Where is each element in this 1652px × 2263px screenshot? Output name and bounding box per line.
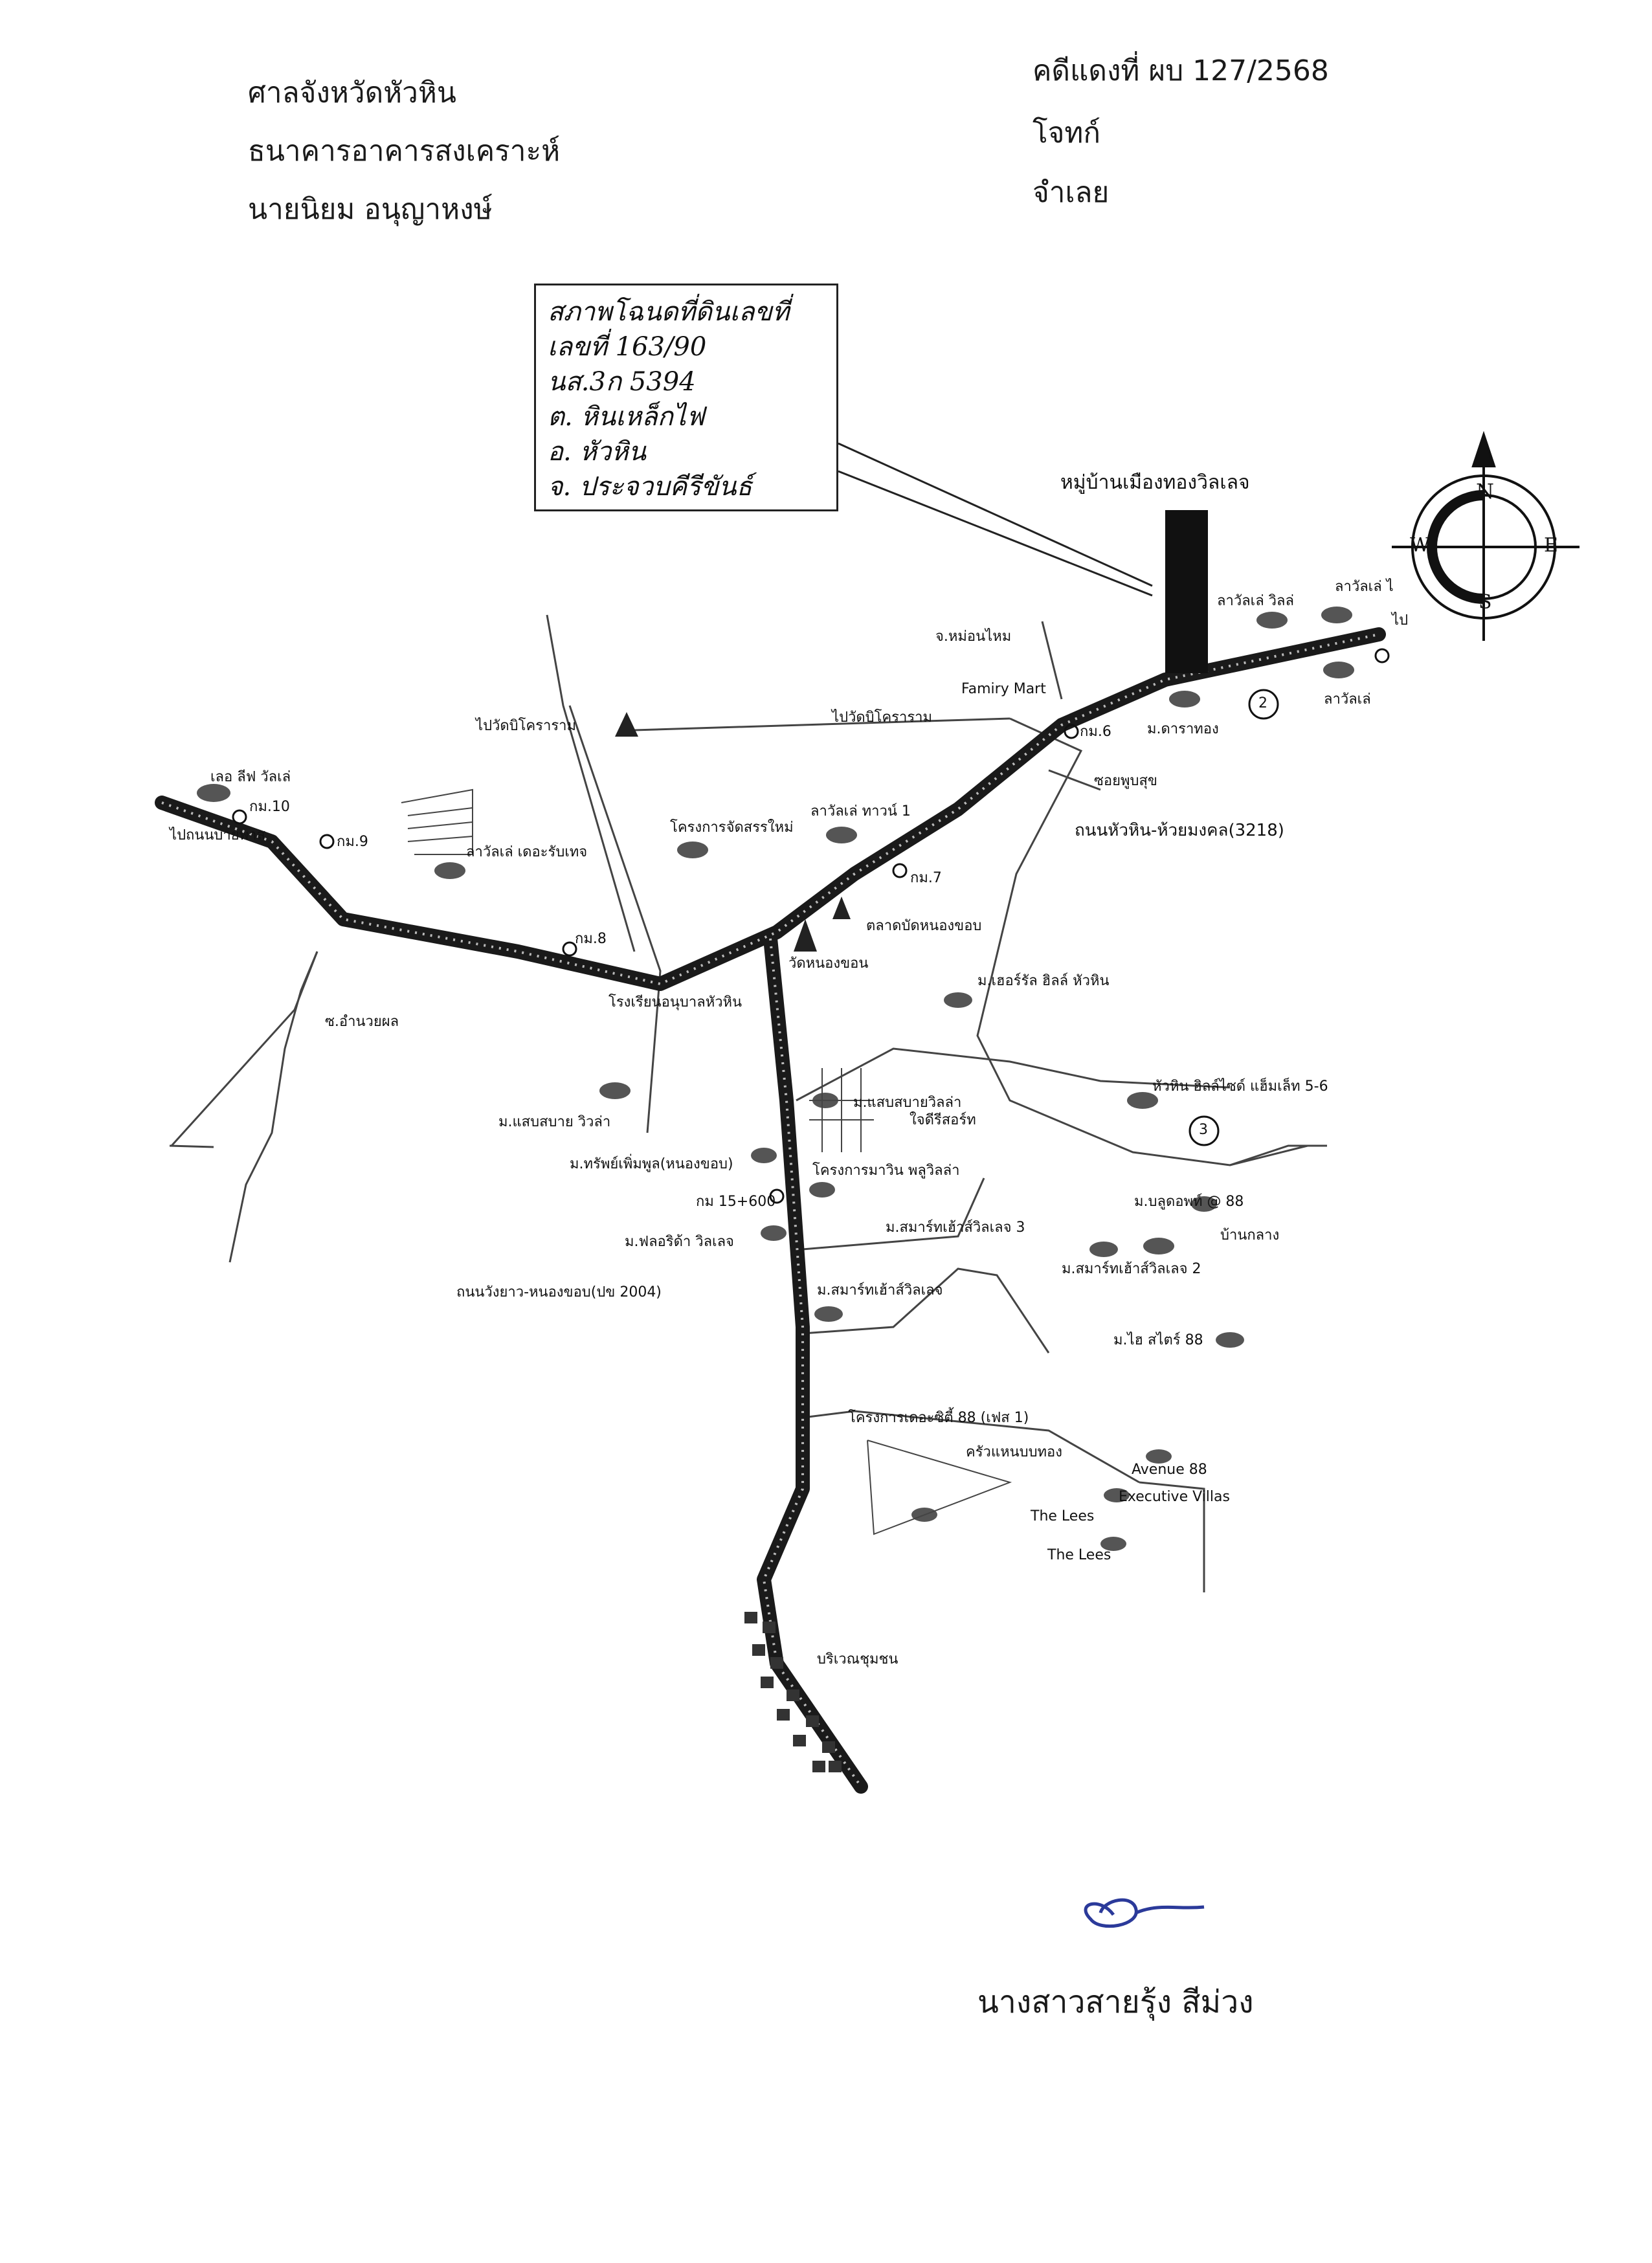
signature-mark xyxy=(1084,1898,1205,1928)
label-exec: Executive Villas xyxy=(1119,1489,1230,1505)
label-marker-3: 3 xyxy=(1199,1122,1208,1138)
label-krua: ครัวแหนบบทอง xyxy=(966,1444,1062,1460)
compass-south: S xyxy=(1479,591,1492,614)
road-chamnong xyxy=(170,951,318,1147)
label-lees2: The Lees xyxy=(1047,1547,1111,1563)
label-community: บริเวณชุมชน xyxy=(817,1651,899,1667)
label-go-right: ไป xyxy=(1392,612,1409,629)
road-center-grid xyxy=(802,1177,985,1251)
label-km10: กม.10 xyxy=(249,799,290,815)
label-main-road: ถนนหัวหิน-ห้วยมงคล(3218) xyxy=(1075,821,1284,840)
label-sabai-villa2: ม.แสบสบายวิลล่า xyxy=(853,1095,962,1111)
road-dee88 xyxy=(802,1410,1140,1484)
label-dee88: โครงการเดอะซิตี้ 88 (เฟส 1) xyxy=(848,1410,1029,1426)
hand-line-1: สภาพโฉนดที่ดินเลขที่ xyxy=(548,297,790,327)
label-avenue: Avenue 88 xyxy=(1132,1462,1207,1478)
road-left-branch xyxy=(229,951,318,1263)
road-mid-east xyxy=(796,1047,1231,1102)
community-houses xyxy=(744,1612,842,1772)
label-km8: กม.8 xyxy=(575,931,607,947)
road-right-loop xyxy=(976,717,1308,1166)
label-lavalle2: ลาวัลเล่ xyxy=(1324,691,1371,708)
label-lavalle-town: ลาวัลเล่ ทาวน์ 1 xyxy=(810,803,911,819)
compass-east: E xyxy=(1544,534,1558,557)
hand-line-2: เลขที่ 163/90 xyxy=(548,332,707,362)
grid-area xyxy=(401,788,874,1152)
road-east-top xyxy=(1041,621,1063,700)
km-markers xyxy=(232,648,1390,1204)
label-km7: กม.7 xyxy=(910,870,942,886)
road-north-west2 xyxy=(568,705,662,1133)
label-to-bypass: ไปถนนบายพาส xyxy=(170,827,265,843)
plaintiff-name: ธนาคารอาคารสงเคราะห์ xyxy=(248,135,561,168)
hand-line-3: นส.3ก 5394 xyxy=(548,367,696,397)
label-chamnong: ซ.อำนวยผล xyxy=(325,1014,399,1030)
label-hi-life: ม.ไฮ สไตร์ 88 xyxy=(1113,1332,1203,1348)
label-wat-nong: วัดหนองขอน xyxy=(788,955,869,972)
label-bulldog: ม.บลูดอพท์ @ 88 xyxy=(1134,1194,1244,1210)
label-school: โรงเรียนอนุบาลหัวหิน xyxy=(608,994,742,1010)
compass-west: W xyxy=(1410,534,1430,557)
label-famiry-mart: Famiry Mart xyxy=(961,681,1046,697)
road-right-east xyxy=(1229,1144,1327,1166)
label-market: ตลาดบัดหนองขอบ xyxy=(866,918,982,934)
dee88-area xyxy=(867,1440,1012,1535)
marker-3-circle xyxy=(1189,1115,1220,1146)
compass-north: N xyxy=(1476,479,1494,504)
label-lavalle-tepa: ลาวัลเล่ เดอะรับเทจ xyxy=(466,844,588,860)
label-village: หมู่บ้านเมืองทองวิลเลจ xyxy=(1060,471,1250,494)
label-wat-kho-left: ไปวัดบิโคราราม xyxy=(476,718,577,734)
label-sap-phun: ม.ทรัพย์เพิ่มพูล(หนองขอบ) xyxy=(570,1156,733,1172)
label-sabai-villa: ม.แสบสบาย วิวล่า xyxy=(498,1114,611,1130)
label-dara: ม.ดาราทอง xyxy=(1147,721,1219,737)
label-wat-kho-mid: ไปวัดบิโคราราม xyxy=(832,709,933,726)
label-lees1: The Lees xyxy=(1031,1508,1095,1524)
temple-icons xyxy=(615,712,851,952)
plaintiff-role: โจทก์ xyxy=(1032,117,1101,150)
label-heritage: ม.เฮอร์รัล ฮิลล์ หัวหิน xyxy=(977,973,1110,989)
marker-2-circle xyxy=(1248,689,1279,720)
label-lavalle-villa: ลาวัลเล่ วิลล่ xyxy=(1217,593,1294,609)
label-floor-villa: ม.ฟลอริด้า วิลเลจ xyxy=(625,1234,734,1250)
court-name: ศาลจังหวัดหัวหิน xyxy=(248,76,456,109)
label-km15: กม 15+600 xyxy=(696,1194,776,1210)
hand-line-5: อ. หัวหิน xyxy=(548,437,646,467)
label-nongpho: จ.หม่อนไหม xyxy=(935,629,1012,645)
case-number: คดีแดงที่ ผบ 127/2568 xyxy=(1032,54,1329,87)
defendant-role: จำเลย xyxy=(1032,176,1110,209)
label-smart3: ม.สมาร์ทเฮ้าส์วิลเลจ 3 xyxy=(886,1220,1025,1236)
label-km9: กม.9 xyxy=(337,834,368,850)
road-left-down xyxy=(169,1144,214,1148)
road-to-smart xyxy=(802,1267,1050,1354)
compass-rose xyxy=(1392,430,1579,641)
label-new-project: โครงการจัดสรรใหม่ xyxy=(670,819,794,836)
signer-name: นางสาวสายรุ้ง สีม่วง xyxy=(977,1984,1254,2020)
label-chawin: โครงการมาวิน พลูวิลล่า xyxy=(812,1163,960,1179)
label-km6: กม.6 xyxy=(1080,724,1111,740)
label-smart-v: ม.สมาร์ทเฮ้าส์วิลเลจ xyxy=(817,1282,943,1299)
hand-line-6: จ. ประจวบคีรีขันธ์ xyxy=(548,472,752,502)
handwritten-title-deed-box: สภาพโฉนดที่ดินเลขที่ เลขที่ 163/90 นส.3ก… xyxy=(534,284,838,511)
road-soi-south xyxy=(1048,769,1101,791)
label-road-kw: ถนนวังยาว-หนองขอบ(ปข 2004) xyxy=(456,1284,662,1300)
hand-line-4: ต. หินเหล็กไฟ xyxy=(548,402,705,432)
label-lee-villa: เลอ ลีฟ วัลเล่ xyxy=(210,769,291,785)
label-marker-2: 2 xyxy=(1258,695,1267,711)
road-wat-kho xyxy=(634,717,1010,731)
label-hill-side: หัวหิน ฮิลล์ไซด์ แฮ็มเล็ท 5-6 xyxy=(1152,1078,1328,1095)
label-lavalle-right: ลาวัลเล่ ไ xyxy=(1335,579,1394,595)
label-smart2: ม.สมาร์ทเฮ้าส์วิลเลจ 2 xyxy=(1062,1261,1201,1277)
label-jai-resort: ใจดีรีสอร์ท xyxy=(910,1112,976,1128)
defendant-name: นายนิยม อนุญาหงษ์ xyxy=(248,193,493,226)
label-soi: ซอยพูบสุข xyxy=(1094,773,1157,789)
label-ban-ko: บ้านกลาง xyxy=(1220,1227,1280,1243)
road-north-west xyxy=(546,614,636,952)
village-marker-bar xyxy=(1165,510,1208,673)
landmark-icons xyxy=(197,607,1354,1551)
road-lower-right xyxy=(1139,1481,1205,1592)
